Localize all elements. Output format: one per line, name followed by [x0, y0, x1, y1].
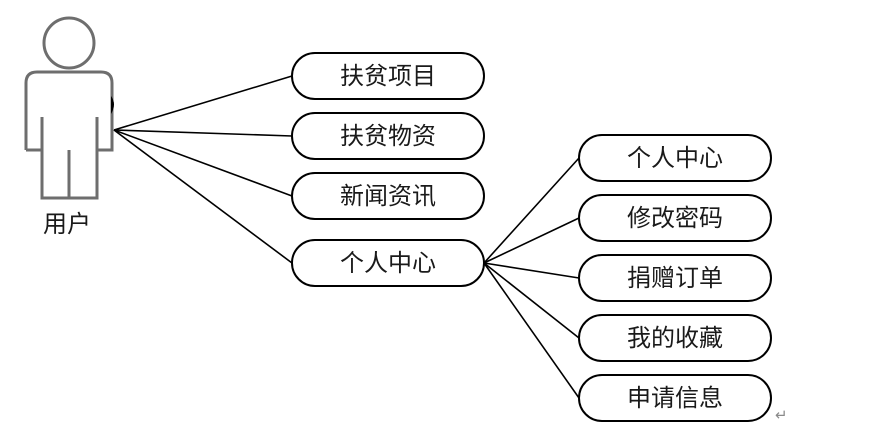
assoc-line-sub-5 — [483, 262, 580, 399]
use-case-change-password: 修改密码 — [578, 194, 772, 242]
personal-center-associations — [483, 157, 580, 399]
use-case-label: 扶贫项目 — [340, 62, 436, 90]
use-case-donation-orders: 捐赠订单 — [578, 254, 772, 302]
use-case-news: 新闻资讯 — [291, 172, 485, 220]
assoc-line-actor-to-case-2 — [113, 129, 293, 137]
use-case-poverty-projects: 扶贫项目 — [291, 52, 485, 100]
actor-shoulder-mark — [111, 96, 114, 114]
actor-body — [24, 70, 114, 200]
actor-label: 用户 — [43, 210, 91, 238]
use-case-poverty-supplies: 扶贫物资 — [291, 112, 485, 160]
assoc-line-sub-3 — [483, 262, 580, 279]
use-case-personal-center-sub: 个人中心 — [578, 134, 772, 182]
assoc-line-actor-to-case-1 — [113, 75, 293, 131]
assoc-line-sub-4 — [483, 262, 580, 339]
use-case-label: 申请信息 — [627, 384, 723, 412]
actor-associations — [113, 75, 293, 264]
assoc-line-sub-2 — [483, 217, 580, 264]
use-case-label: 我的收藏 — [627, 324, 723, 352]
assoc-line-actor-to-case-4 — [113, 129, 293, 264]
actor-head — [42, 16, 96, 70]
paragraph-mark: ↵ — [775, 406, 788, 424]
assoc-line-sub-1 — [483, 157, 580, 264]
assoc-line-actor-to-case-3 — [113, 129, 293, 197]
use-case-application-info: 申请信息 — [578, 374, 772, 422]
use-case-label: 修改密码 — [627, 204, 723, 232]
use-case-label: 新闻资讯 — [340, 182, 436, 210]
user-actor-icon — [24, 16, 114, 200]
use-case-label: 个人中心 — [627, 144, 723, 172]
use-case-personal-center: 个人中心 — [291, 239, 485, 287]
use-case-label: 个人中心 — [340, 249, 436, 277]
use-case-label: 捐赠订单 — [627, 264, 723, 292]
use-case-label: 扶贫物资 — [340, 122, 436, 150]
use-case-my-favorites: 我的收藏 — [578, 314, 772, 362]
